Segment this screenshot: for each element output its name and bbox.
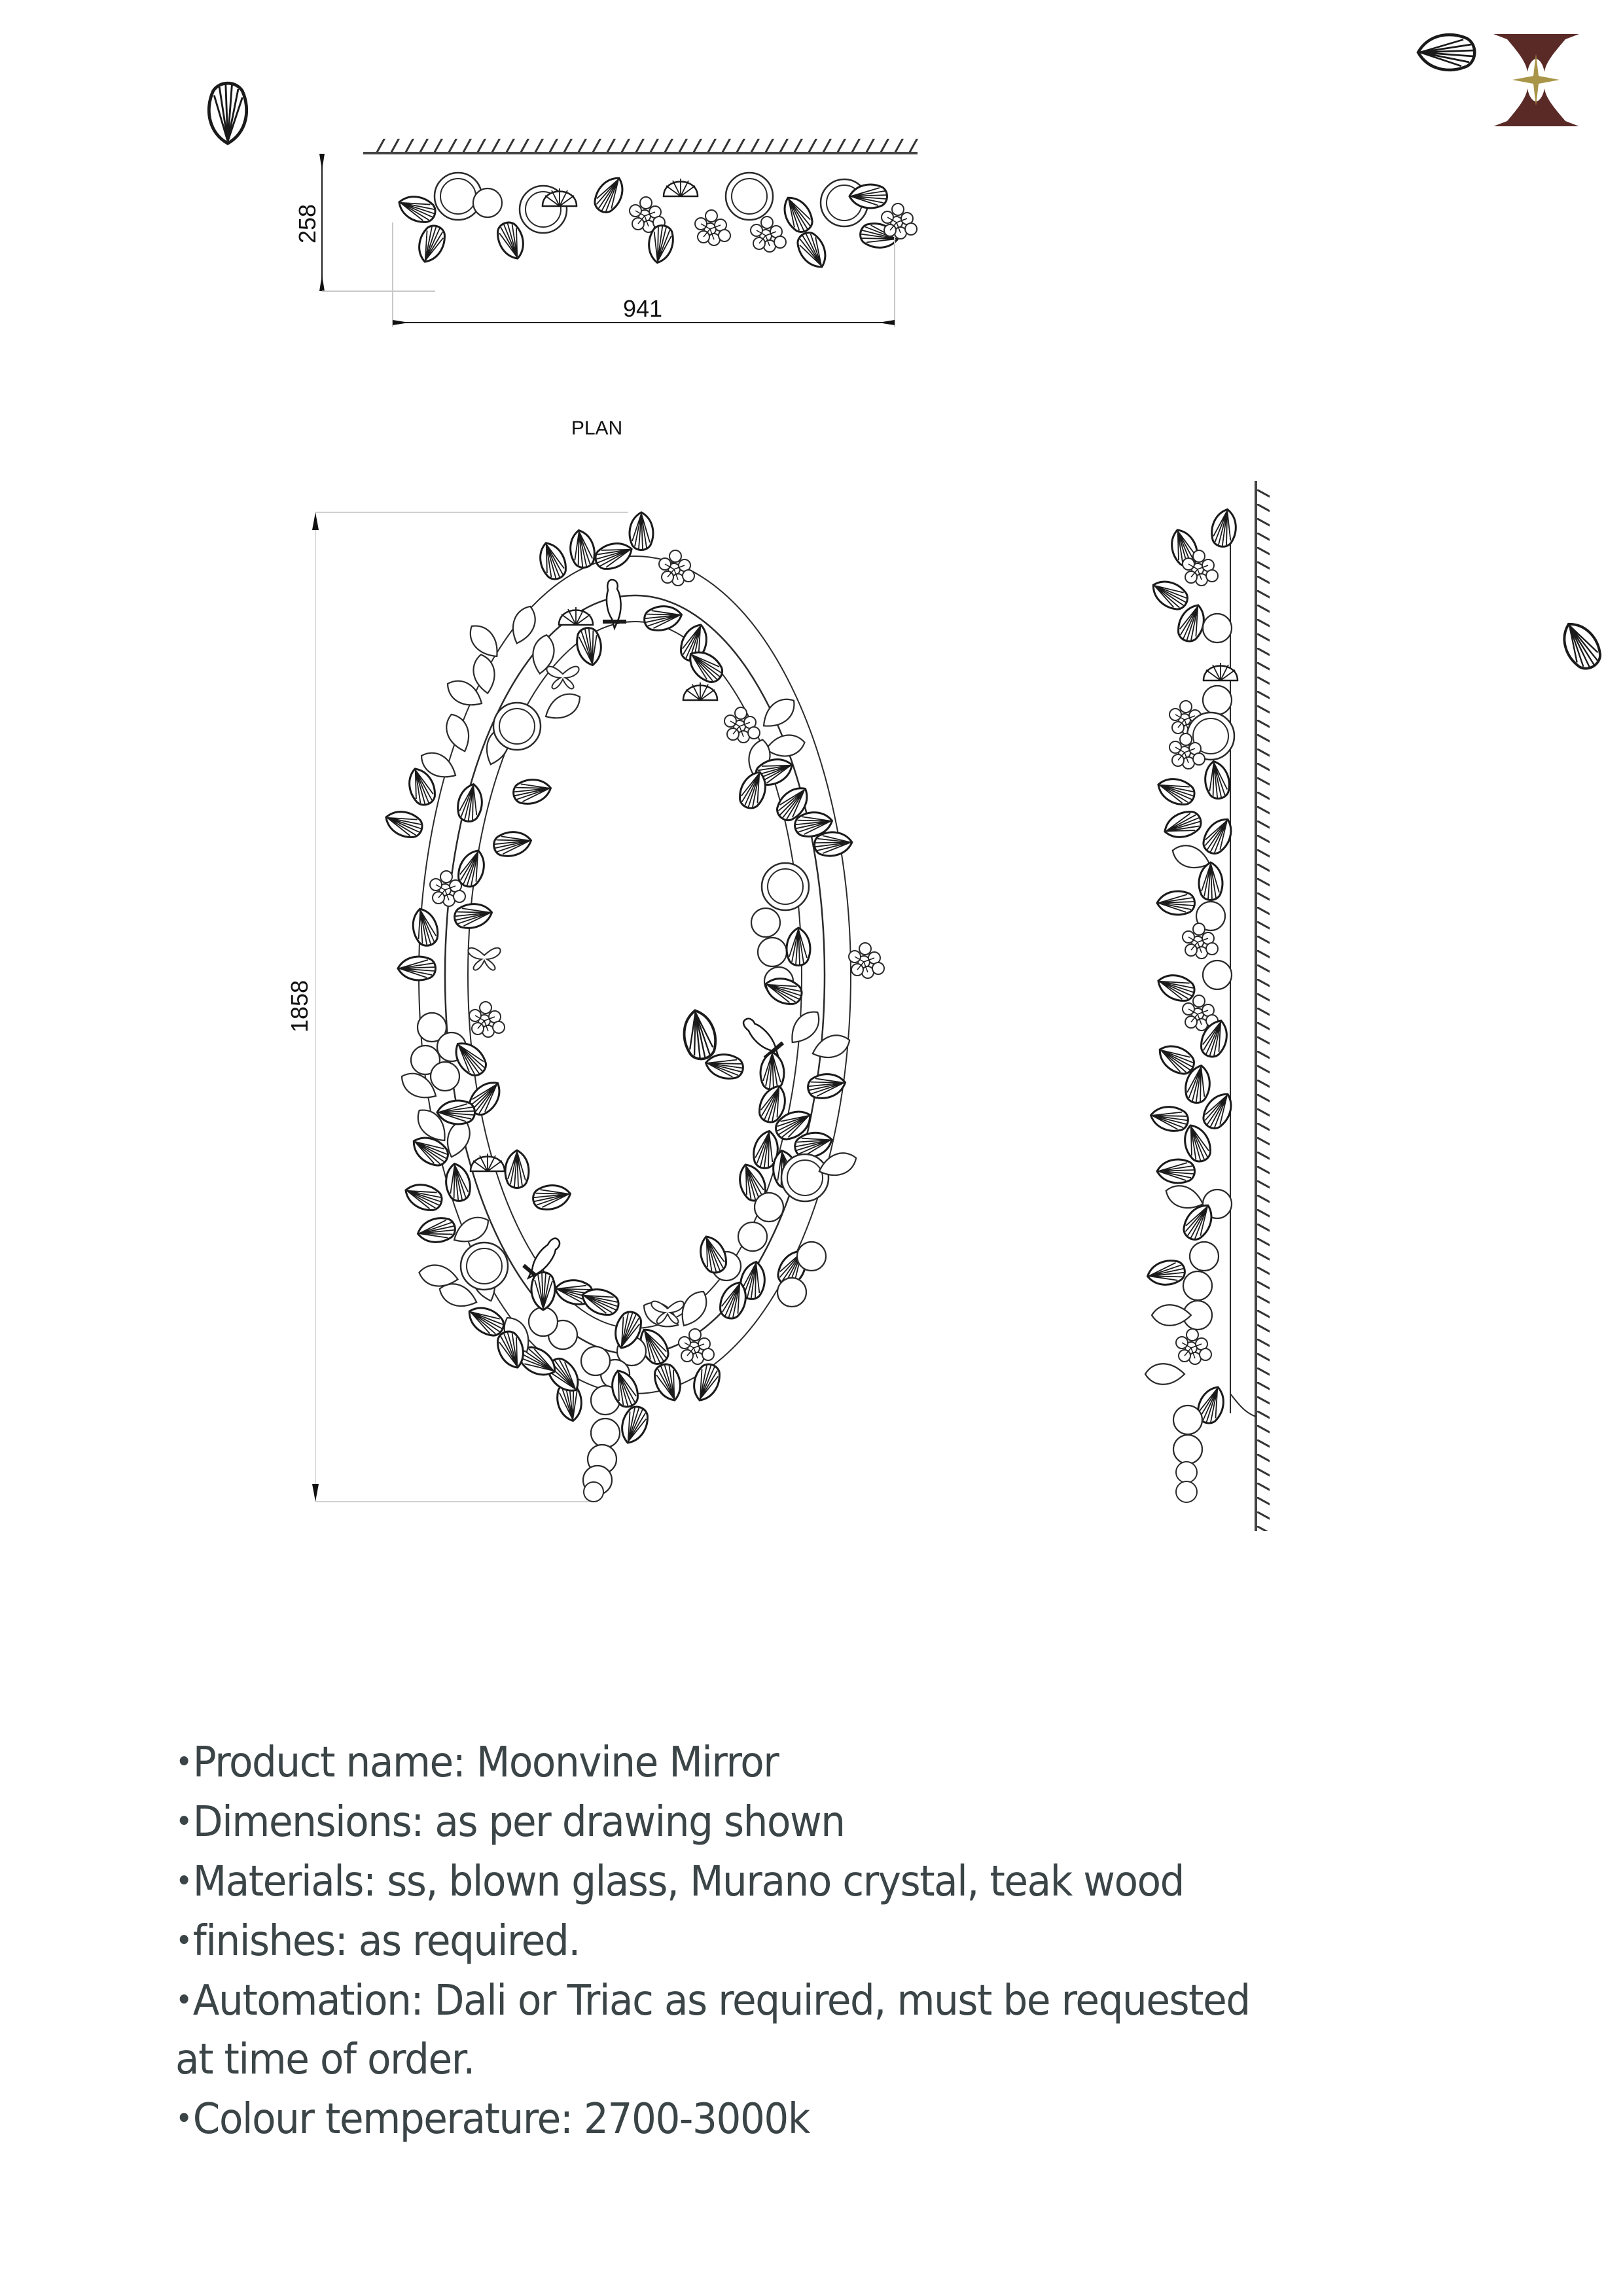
spec-text: finishes: as required. [192,1917,580,1966]
plan-view: 258 941 PLAN [209,83,919,439]
wreath-foliage [381,511,885,1502]
height-dimension-label: 1858 [286,980,313,1033]
front-elevation: 1858 [286,511,885,1502]
spec-text: Automation: Dali or Triac as required, m… [192,1977,1251,2025]
spec-text: Product name: Moonvine Mirror [192,1739,779,1787]
bullet: • [175,1744,192,1780]
brand-logo-icon [1493,34,1579,126]
spec-dimensions: •Dimensions: as per drawing shown [175,1792,1393,1852]
plan-foliage [209,83,918,274]
wall-hatch [1257,487,1270,1531]
spec-text: Dimensions: as per drawing shown [192,1798,846,1846]
bullet: • [175,1803,192,1840]
bullet: • [175,1922,192,1959]
bullet: • [175,2100,192,2137]
logo-star [1512,54,1560,106]
spec-materials: •Materials: ss, blown glass, Murano crys… [175,1852,1393,1911]
side-elevation [1144,35,1608,1531]
spec-product-name: •Product name: Moonvine Mirror [175,1733,1393,1792]
spec-finishes: •finishes: as required. [175,1911,1393,1971]
plan-label: PLAN [571,417,622,439]
spec-automation: •Automation: Dali or Triac as required, … [175,1971,1393,2030]
spec-automation-continued: at time of order. [175,2030,1393,2089]
spec-text: Colour temperature: 2700-3000k [192,2095,811,2144]
depth-dimension-label: 258 [294,204,321,243]
technical-drawing: 258 941 PLAN 1858 [0,0,1608,1531]
width-dimension-label: 941 [623,295,662,322]
logo-frame-bottom [1493,88,1579,126]
spec-list: •Product name: Moonvine Mirror •Dimensio… [175,1733,1393,2149]
ceiling-hatch [376,139,919,153]
bullet: • [175,1863,192,1899]
spec-text: at time of order. [175,2036,475,2084]
logo-frame [1493,34,1579,72]
side-foliage [1144,35,1608,1503]
spec-text: Materials: ss, blown glass, Murano cryst… [192,1858,1185,1906]
spec-colour-temperature: •Colour temperature: 2700-3000k [175,2089,1393,2149]
bullet: • [175,1982,192,2019]
